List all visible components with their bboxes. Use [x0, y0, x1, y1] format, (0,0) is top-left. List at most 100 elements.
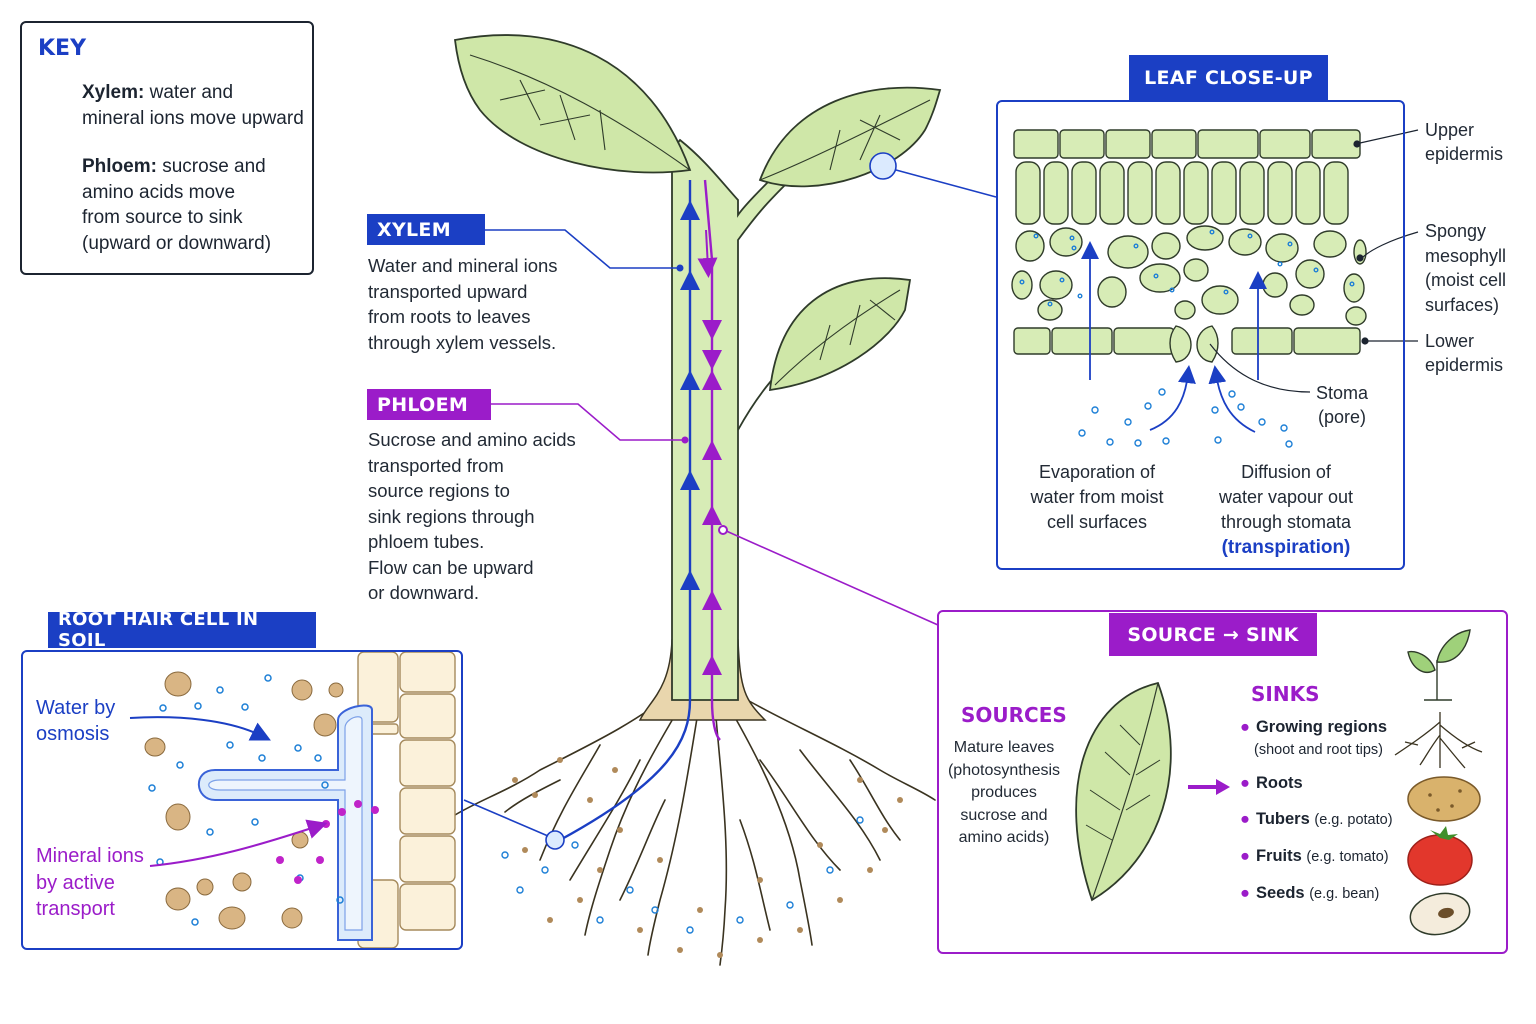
spongy-line-2: mesophyll	[1425, 245, 1507, 266]
phloem-line-5: phloem tubes.	[368, 531, 485, 552]
lower-epidermis-label: Lower epidermis	[1425, 329, 1503, 377]
water-osmosis-line-1: Water by	[36, 697, 116, 719]
phloem-description: Sucrose and amino acids transported from…	[368, 427, 576, 606]
soil-particles	[512, 757, 903, 958]
leaf-middle	[768, 277, 912, 392]
phloem-flow-arrows	[697, 229, 722, 690]
sources-line-5: amino acids)	[958, 829, 1050, 846]
mineral-line-2: by active	[36, 871, 115, 894]
sources-line-4: sucrose and	[960, 806, 1048, 824]
tomato-icon	[1407, 826, 1473, 886]
sink-item-roots: ●Roots	[1240, 774, 1303, 793]
shoot-tip-icon	[1407, 629, 1471, 701]
lower-epidermis-line-1: Lower	[1425, 331, 1475, 351]
key-xylem-term: Xylem:	[82, 82, 145, 103]
sources-line-1: Mature leaves	[953, 739, 1055, 756]
leaf-moisture-dots	[1019, 229, 1355, 307]
mineral-ions-active-transport: Mineral ions by active transport	[36, 843, 144, 923]
key-phloem-term: Phloem:	[82, 156, 157, 177]
soil-water	[501, 816, 864, 934]
bullet-icon: ●	[1240, 884, 1250, 902]
leaf-closeup-panel	[996, 100, 1405, 570]
water-osmosis-line-2: osmosis	[36, 723, 110, 745]
water-by-osmosis: Water by osmosis	[36, 695, 115, 747]
diffusion-line-2: water vapour out	[1218, 487, 1354, 507]
water-vapour-arrows	[1081, 241, 1267, 433]
bullet-icon: ●	[1240, 810, 1250, 828]
bullet-icon: ●	[1240, 847, 1250, 865]
upper-epidermis-line-2: epidermis	[1425, 144, 1504, 164]
evaporation-text: Evaporation of water from moist cell sur…	[1012, 460, 1182, 535]
stem	[671, 138, 792, 701]
diffusion-line-1: Diffusion of	[1241, 462, 1331, 482]
leaf-top-left	[454, 34, 692, 174]
lower-epidermis-line-2: epidermis	[1425, 355, 1504, 375]
phloem-tube	[703, 179, 721, 741]
source-sink-label: SOURCE → SINK	[1109, 613, 1317, 656]
xylem-vessel	[559, 180, 692, 842]
xylem-label: XYLEM	[367, 214, 485, 245]
key-phloem-line2: amino acids move	[82, 181, 236, 203]
spongy-line-3: (moist cell	[1425, 270, 1507, 290]
key-xylem-line1: water and	[144, 82, 234, 103]
xylem-line-4: through xylem vessels.	[368, 331, 557, 353]
mineral-line-3: transport	[36, 898, 115, 920]
root-connector	[463, 799, 549, 837]
spongy-line-4: surfaces)	[1425, 294, 1500, 315]
potato-icon	[1407, 776, 1481, 822]
key-phloem-text: Phloem: sucrose and amino acids move fro…	[82, 154, 271, 256]
key-phloem-line4: (upward or downward)	[82, 232, 272, 254]
root-tip-icon	[1394, 712, 1483, 769]
sink-example: (e.g. potato)	[1314, 812, 1393, 828]
sink-item-growing-regions: ●Growing regions (shoot and root tips)	[1240, 716, 1387, 761]
key-phloem-line1: sucrose and	[156, 156, 266, 177]
key-panel	[20, 21, 314, 275]
leaf-closeup-label: LEAF CLOSE-UP	[1129, 55, 1328, 101]
evaporation-line-1: Evaporation of	[1038, 462, 1156, 482]
xylem-line-3: from roots to leaves	[368, 306, 531, 327]
mineral-line-1: Mineral ions	[36, 845, 144, 867]
leaf-cross-section	[1011, 129, 1367, 363]
phloem-line-6: Flow can be upward	[368, 556, 534, 578]
xylem-line-2: transported upward	[368, 280, 528, 302]
phloem-line-2: transported from	[368, 454, 504, 476]
water-vapour-dots	[1078, 388, 1293, 448]
evaporation-line-3: cell surfaces	[1046, 512, 1148, 532]
spongy-line-1: Spongy	[1425, 221, 1487, 241]
sink-item-seeds: ●Seeds (e.g. bean)	[1240, 884, 1379, 903]
root-zoom-marker	[545, 830, 565, 850]
key-xylem-text: Xylem: water and mineral ions move upwar…	[82, 80, 304, 131]
sources-description: Mature leaves (photosynthesis produces s…	[944, 737, 1064, 850]
sink-item-fruits: ● Fruits (e.g. tomato)	[1240, 847, 1389, 866]
sinks-title: SINKS	[1251, 682, 1320, 706]
diffusion-text: Diffusion of water vapour out through st…	[1196, 460, 1376, 560]
stoma-line-2: (pore)	[1318, 407, 1367, 427]
stoma-line-1: Stoma	[1316, 383, 1369, 403]
phloem-connector	[490, 403, 684, 441]
root-hair-panel	[21, 650, 463, 950]
source-leaf-icon	[1075, 681, 1172, 902]
phloem-line-1: Sucrose and amino acids	[368, 429, 576, 450]
phloem-label: PHLOEM	[367, 389, 491, 420]
stoma-label: Stoma (pore)	[1316, 381, 1368, 429]
sink-example: (e.g. tomato)	[1306, 849, 1389, 865]
key-xylem-line2: mineral ions move upward	[82, 107, 304, 129]
key-phloem-line3: from source to sink	[82, 207, 243, 228]
xylem-description: Water and mineral ions transported upwar…	[368, 253, 558, 355]
key-title: KEY	[38, 36, 87, 61]
root-hair-inset-art	[129, 651, 456, 949]
upper-epidermis-label: Upper epidermis	[1425, 118, 1503, 166]
source-sink-connector	[723, 529, 939, 626]
sources-line-3: produces	[971, 784, 1037, 801]
leaf-top-right	[758, 86, 942, 188]
xylem-connector	[485, 229, 678, 269]
sink-item-tubers: ●Tubers (e.g. potato)	[1240, 810, 1393, 829]
spongy-mesophyll-label: Spongy mesophyll (moist cell surfaces)	[1425, 219, 1506, 317]
sink-name: Fruits	[1255, 847, 1302, 865]
sources-title: SOURCES	[961, 703, 1067, 727]
source-sink-panel	[937, 610, 1508, 954]
sink-example: (e.g. bean)	[1309, 886, 1380, 902]
leaf-zoom-marker	[869, 152, 897, 180]
leaf-label-pointers	[1209, 129, 1419, 393]
